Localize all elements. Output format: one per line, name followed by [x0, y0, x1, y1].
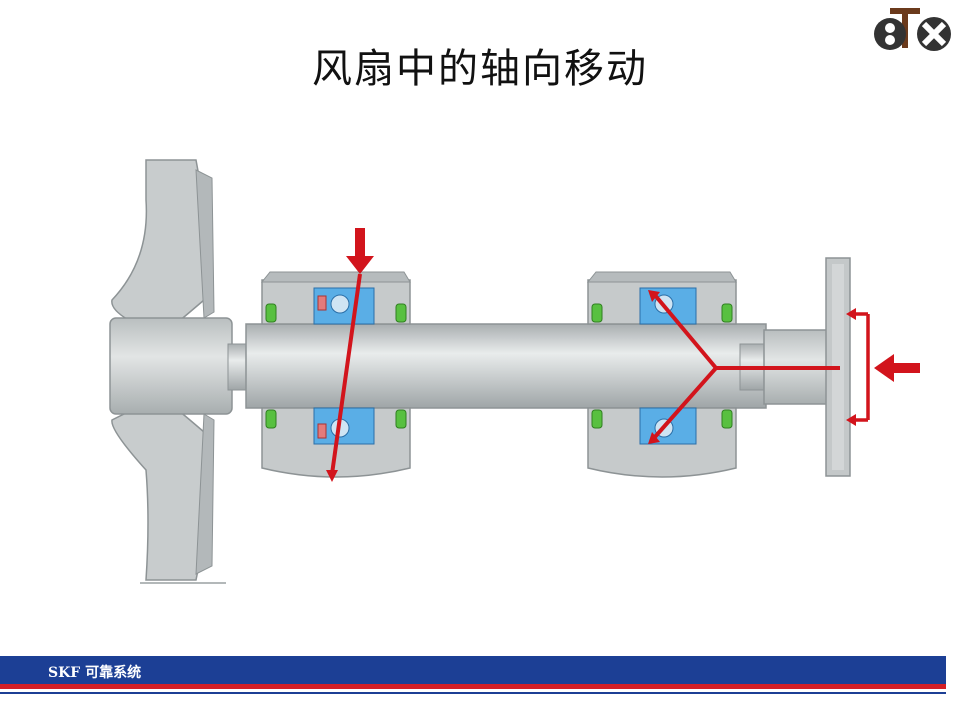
axial-load-arrow-icon — [892, 363, 920, 373]
radial-load-arrow-icon — [355, 228, 365, 256]
fan-axial-movement-diagram — [109, 159, 920, 584]
company-logo-icon — [874, 8, 951, 51]
slide-title: 风扇中的轴向移动 — [312, 46, 648, 92]
footer-blue-line — [0, 692, 946, 694]
force-arrows — [326, 228, 920, 482]
fan-impeller — [109, 159, 233, 584]
footer-band — [0, 656, 946, 684]
footer-red-stripe — [0, 684, 946, 689]
footer-text: SKF 可靠系统 — [48, 665, 142, 681]
shaft — [227, 323, 769, 409]
coupling-flange — [763, 257, 851, 477]
